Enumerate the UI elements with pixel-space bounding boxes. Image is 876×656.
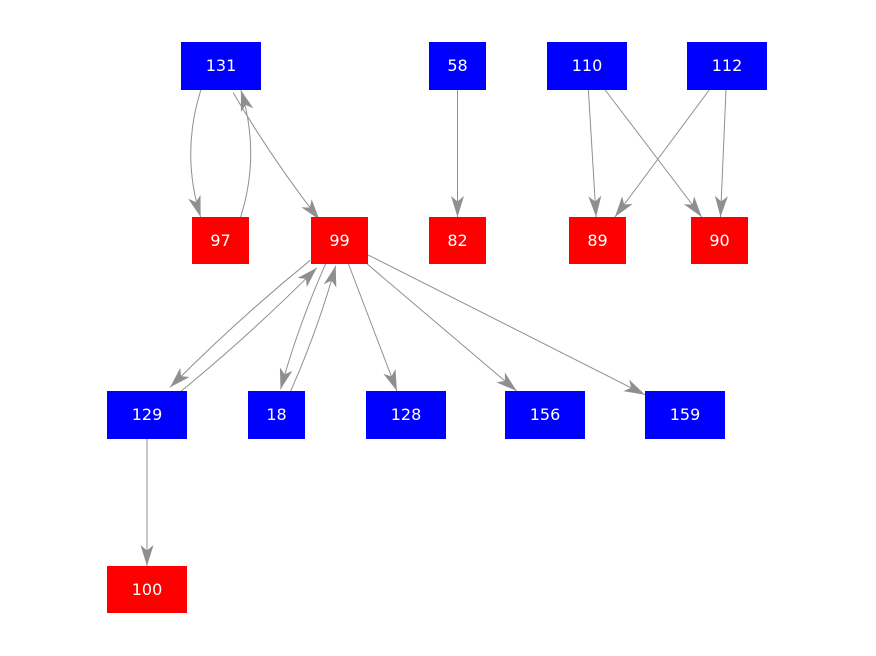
node-97[interactable]: 97: [192, 217, 249, 264]
node-58[interactable]: 58: [429, 42, 486, 90]
edge-110-89: [587, 89, 602, 218]
node-110[interactable]: 110: [547, 42, 627, 90]
node-99[interactable]: 99: [311, 217, 368, 264]
edge-112-89: [614, 89, 710, 218]
edge-99-18: [279, 262, 327, 390]
edge-99-129: [169, 259, 311, 388]
node-18[interactable]: 18: [248, 391, 305, 439]
edge-131-99: [232, 92, 320, 221]
node-159[interactable]: 159: [645, 391, 725, 439]
node-82[interactable]: 82: [429, 217, 486, 264]
edge-129-99: [176, 267, 318, 396]
edge-97-131: [240, 89, 254, 218]
edge-112-90: [714, 89, 728, 218]
edge-99-159: [367, 254, 646, 396]
node-156[interactable]: 156: [505, 391, 585, 439]
edge-110-90: [604, 89, 703, 218]
node-89[interactable]: 89: [569, 217, 626, 264]
node-90[interactable]: 90: [691, 217, 748, 264]
edge-131-97: [188, 89, 202, 218]
node-131[interactable]: 131: [181, 42, 261, 90]
edge-99-128: [348, 263, 398, 392]
node-129[interactable]: 129: [107, 391, 187, 439]
edge-99-156: [366, 263, 518, 392]
node-112[interactable]: 112: [687, 42, 767, 90]
node-128[interactable]: 128: [366, 391, 446, 439]
node-100[interactable]: 100: [107, 566, 187, 613]
edge-18-99: [289, 265, 337, 393]
